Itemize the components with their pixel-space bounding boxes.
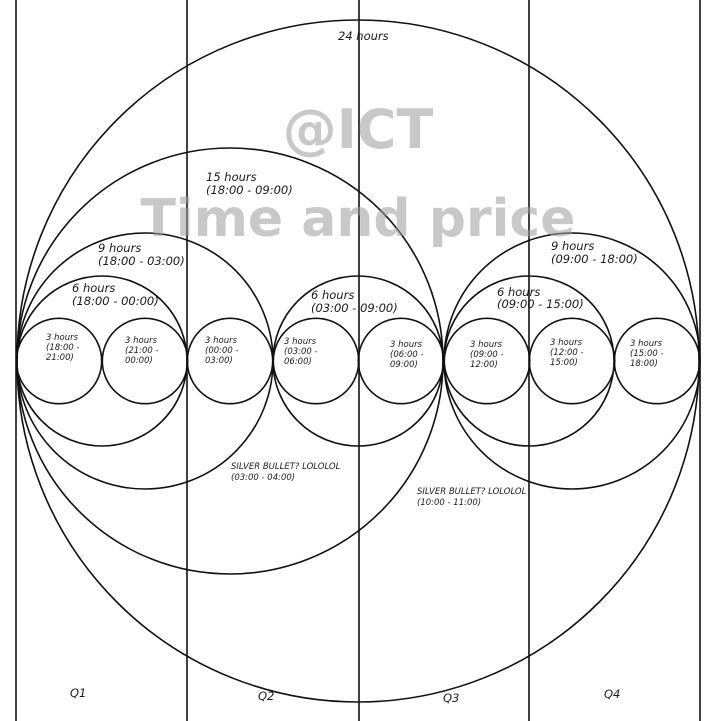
block-6-line1: (09:00 - [470, 350, 504, 360]
watermark-handle: @ICT [283, 98, 434, 161]
block-2-line1: (21:00 - [125, 346, 159, 356]
label-6-hours-b: 6 hours [311, 288, 354, 302]
block-4-line1: (03:00 - [284, 347, 318, 357]
quarter-label-q3: Q3 [443, 691, 459, 705]
session-circles [15, 19, 701, 703]
block-5-line2: 09:00) [390, 360, 418, 370]
quarter-label-q2: Q2 [258, 689, 274, 703]
block-5-title: 3 hours [390, 340, 423, 350]
quarter-label-q1: Q1 [70, 686, 86, 700]
block-2-title: 3 hours [125, 336, 158, 346]
block-2-line2: 00:00) [125, 356, 153, 366]
label-6-hours-c: 6 hours [497, 285, 540, 299]
block-4-line2: 06:00) [284, 357, 312, 367]
block-3-title: 3 hours [205, 336, 238, 346]
silver-bullet-1-title: SILVER BULLET? LOLOLOL [231, 462, 341, 472]
label-6-hours-c-range: (09:00 - 15:00) [497, 297, 584, 311]
label-9-hours-a: 9 hours [98, 241, 141, 255]
block-7-line1: (12:00 - [550, 348, 584, 358]
silver-bullet-2-range: (10:00 - 11:00) [417, 498, 481, 508]
block-8-title: 3 hours [630, 339, 663, 349]
quarter-label-q4: Q4 [604, 687, 620, 701]
block-1-title: 3 hours [46, 333, 79, 343]
block-1-line2: 21:00) [46, 353, 74, 363]
circle-3-hours-8 [613, 317, 701, 405]
label-9-hours-b: 9 hours [551, 239, 594, 253]
three-hour-labels: 3 hours (18:00 - 21:00) 3 hours (21:00 -… [46, 333, 664, 370]
block-7-line2: 15:00) [550, 358, 578, 368]
block-3-line1: (00:00 - [205, 346, 239, 356]
label-9-hours-a-range: (18:00 - 03:00) [98, 254, 185, 268]
label-6-hours-b-range: (03:00 - 09:00) [311, 301, 398, 315]
silver-bullet-1-range: (03:00 - 04:00) [231, 473, 295, 483]
label-15-hours: 15 hours [206, 170, 257, 184]
label-24-hours: 24 hours [338, 29, 389, 43]
silver-bullet-2-title: SILVER BULLET? LOLOLOL [417, 487, 527, 497]
block-8-line1: (15:00 - [630, 349, 664, 359]
block-5-line1: (06:00 - [390, 350, 424, 360]
watermark-title: Time and price [140, 189, 575, 249]
label-6-hours-a-range: (18:00 - 00:00) [72, 294, 159, 308]
block-1-line1: (18:00 - [46, 343, 80, 353]
block-8-line2: 18:00) [630, 359, 658, 369]
label-9-hours-b-range: (09:00 - 18:00) [551, 252, 638, 266]
block-6-line2: 12:00) [470, 360, 498, 370]
block-4-title: 3 hours [284, 337, 317, 347]
label-15-hours-range: (18:00 - 09:00) [206, 183, 293, 197]
block-3-line2: 03:00) [205, 356, 233, 366]
block-7-title: 3 hours [550, 338, 583, 348]
label-6-hours-a: 6 hours [72, 281, 115, 295]
block-6-title: 3 hours [470, 340, 503, 350]
